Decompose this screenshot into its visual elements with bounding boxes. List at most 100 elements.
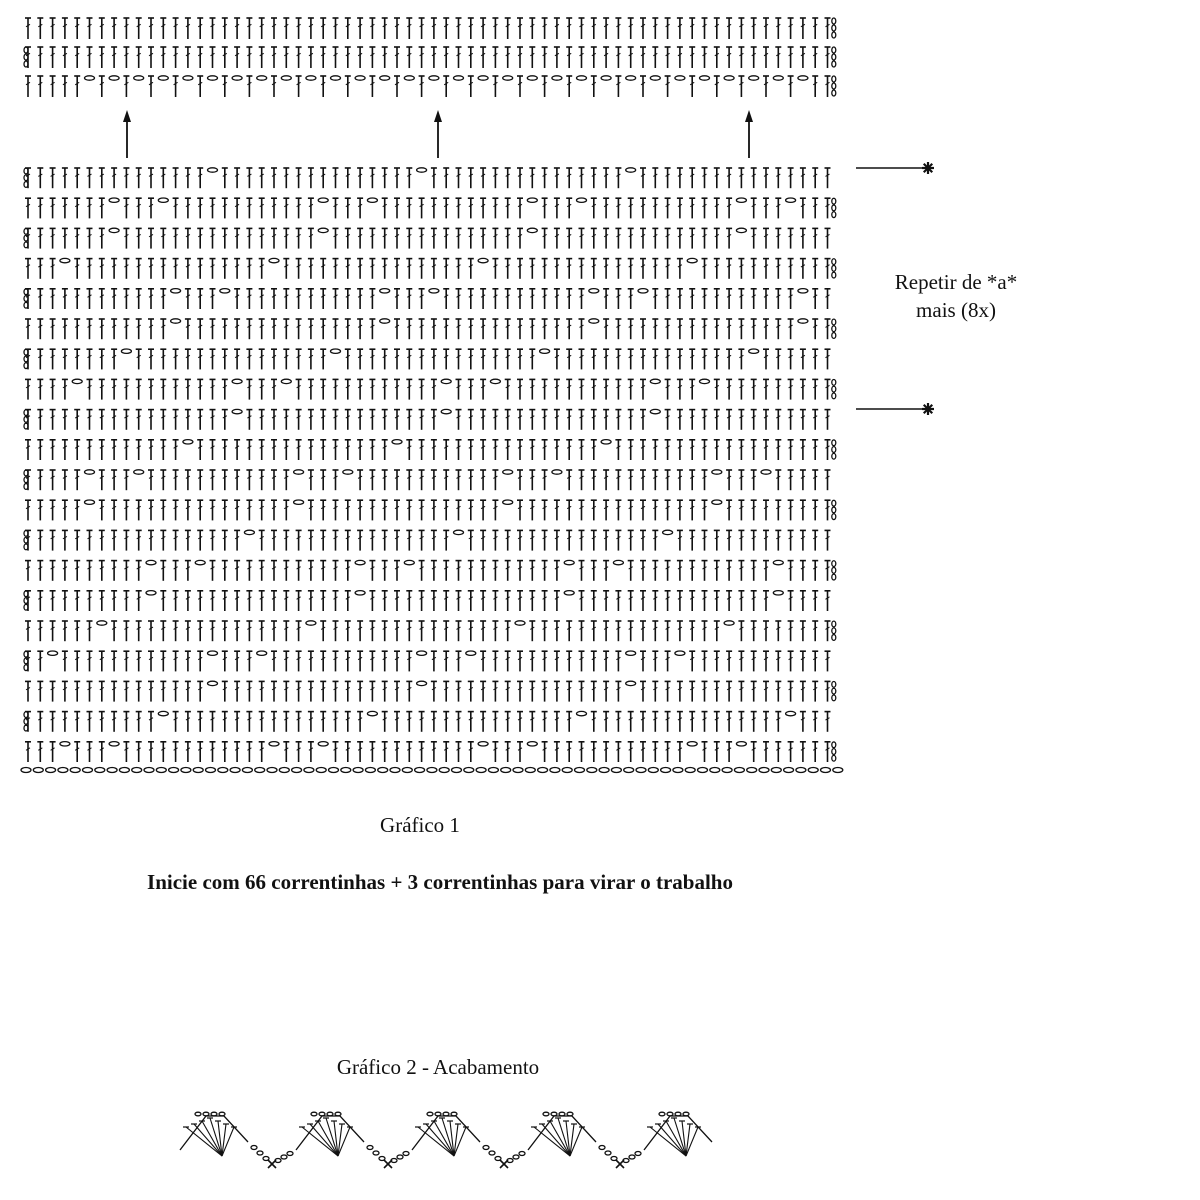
- double-crochet-symbol: [566, 46, 573, 68]
- double-crochet-symbol: [578, 559, 585, 581]
- double-crochet-symbol: [590, 650, 597, 672]
- double-crochet-symbol: [726, 559, 733, 581]
- double-crochet-symbol: [640, 710, 646, 732]
- double-crochet-symbol: [197, 46, 204, 68]
- double-crochet-symbol: [258, 318, 265, 340]
- chain-symbol: [403, 75, 415, 81]
- double-crochet-symbol: [763, 348, 769, 370]
- double-crochet-symbol: [160, 589, 167, 611]
- double-crochet-symbol: [713, 650, 720, 672]
- double-crochet-symbol: [307, 46, 314, 68]
- double-crochet-symbol: [578, 469, 585, 491]
- double-crochet-symbol: [799, 408, 806, 430]
- double-crochet-symbol: [246, 710, 253, 732]
- double-crochet-symbol: [750, 46, 757, 68]
- double-crochet-symbol: [812, 740, 819, 762]
- double-crochet-symbol: [418, 559, 425, 581]
- double-crochet-symbol: [320, 469, 327, 491]
- double-crochet-symbol: [209, 348, 216, 370]
- double-crochet-symbol: [517, 318, 523, 340]
- chain-symbol: [145, 589, 157, 596]
- double-crochet-symbol: [86, 318, 93, 340]
- double-crochet-symbol: [320, 680, 327, 702]
- double-crochet-symbol: [676, 740, 683, 762]
- double-crochet-symbol: [467, 167, 474, 189]
- chain-symbol: [292, 499, 305, 506]
- chain-symbol: [831, 452, 837, 460]
- double-crochet-symbol: [37, 620, 44, 642]
- double-crochet-symbol: [295, 650, 302, 672]
- double-crochet-symbol: [455, 408, 462, 430]
- chain-symbol: [831, 211, 837, 219]
- double-crochet-symbol: [676, 257, 683, 279]
- double-crochet-symbol: [307, 348, 314, 370]
- chain-symbol: [674, 650, 686, 657]
- chain-symbol: [797, 75, 809, 81]
- double-crochet-symbol: [283, 559, 290, 581]
- double-crochet-symbol: [713, 438, 720, 460]
- double-crochet-symbol: [824, 620, 831, 642]
- double-crochet-symbol: [98, 287, 105, 309]
- double-crochet-symbol: [701, 499, 708, 521]
- chain-symbol: [169, 318, 182, 324]
- double-crochet-symbol: [652, 227, 659, 249]
- double-crochet-symbol: [750, 378, 757, 400]
- double-crochet-symbol: [25, 17, 31, 39]
- double-crochet-symbol: [37, 438, 44, 460]
- chain-symbol: [831, 694, 837, 702]
- double-crochet-symbol: [418, 469, 425, 491]
- double-crochet-symbol: [209, 17, 216, 39]
- double-crochet-symbol: [184, 257, 191, 279]
- double-crochet-symbol: [799, 469, 806, 491]
- chain-symbol: [262, 1155, 270, 1162]
- chain-symbol: [342, 469, 354, 475]
- double-crochet-symbol: [517, 740, 523, 762]
- double-crochet-symbol: [443, 740, 450, 762]
- double-crochet-symbol: [160, 348, 167, 370]
- double-crochet-symbol: [529, 378, 536, 400]
- double-crochet-symbol: [221, 17, 228, 39]
- double-crochet-symbol: [135, 680, 142, 702]
- double-crochet-symbol: [787, 227, 794, 249]
- double-crochet-symbol: [676, 17, 683, 39]
- double-crochet-symbol: [603, 650, 610, 672]
- double-crochet-symbol: [590, 167, 597, 189]
- chain-symbol: [795, 766, 807, 774]
- double-crochet-symbol: [221, 650, 228, 672]
- double-crochet-symbol: [750, 318, 757, 340]
- double-crochet-symbol: [689, 197, 696, 219]
- double-crochet-symbol: [726, 650, 733, 672]
- double-crochet-symbol: [467, 499, 474, 521]
- chain-symbol: [488, 1150, 496, 1156]
- double-crochet-symbol: [61, 318, 68, 340]
- double-crochet-symbol: [701, 438, 708, 460]
- double-crochet-symbol: [812, 710, 819, 732]
- double-crochet-symbol: [418, 348, 425, 370]
- chain-symbol: [575, 197, 588, 204]
- double-crochet-symbol: [455, 589, 462, 611]
- double-crochet-symbol: [406, 499, 413, 521]
- double-crochet-symbol: [25, 559, 31, 581]
- double-crochet-symbol: [480, 167, 487, 189]
- double-crochet-symbol: [172, 740, 179, 762]
- double-crochet-symbol: [553, 167, 560, 189]
- double-crochet-symbol: [590, 740, 597, 762]
- double-crochet-symbol: [98, 408, 105, 430]
- double-crochet-symbol: [74, 710, 81, 732]
- double-crochet-symbol: [652, 197, 659, 219]
- double-crochet-symbol: [209, 469, 216, 491]
- double-crochet-symbol: [98, 318, 105, 340]
- double-crochet-symbol: [640, 257, 646, 279]
- double-crochet-symbol: [148, 620, 154, 642]
- double-crochet-symbol: [123, 17, 130, 39]
- double-crochet-symbol: [258, 499, 265, 521]
- stitch-row: [23, 408, 831, 430]
- double-crochet-symbol: [455, 378, 462, 400]
- double-crochet-symbol: [197, 318, 204, 340]
- double-crochet-symbol: [664, 499, 671, 521]
- chain-symbol: [317, 740, 329, 747]
- chain-symbol: [106, 766, 118, 774]
- double-crochet-symbol: [738, 75, 745, 97]
- double-crochet-symbol: [738, 348, 745, 370]
- edging-connector: [482, 1144, 526, 1169]
